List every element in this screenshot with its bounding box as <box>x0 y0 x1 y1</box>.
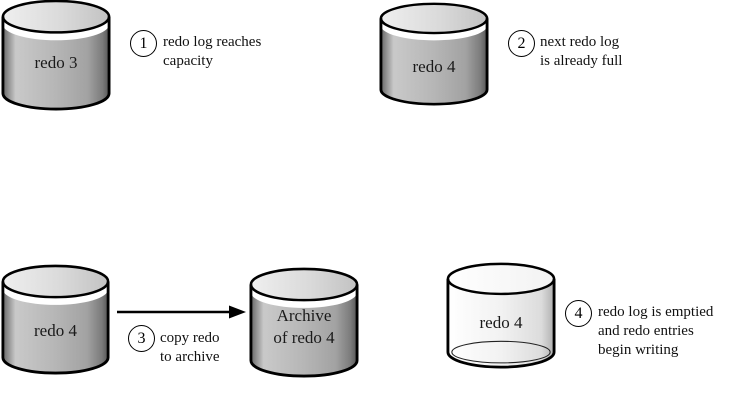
step-1-text: redo log reaches capacity <box>163 34 262 69</box>
step-4-badge: 4 <box>565 300 592 327</box>
step-number: 1 <box>139 34 148 52</box>
cylinder-redo-4-full: redo 4 <box>377 2 491 106</box>
database-cylinder-empty-icon <box>446 262 556 369</box>
database-cylinder-icon <box>379 2 489 106</box>
cylinder-label: redo 4 <box>34 321 77 340</box>
step-number: 4 <box>574 304 583 322</box>
cylinder-label: redo 4 <box>479 313 523 332</box>
step-1-badge: 1 <box>130 30 157 57</box>
cylinder-archive-of-redo-4: Archive of redo 4 <box>247 267 361 378</box>
cylinder-label: redo 3 <box>34 53 78 72</box>
cylinder-redo-4-source: redo 4 <box>0 264 112 375</box>
cylinder-redo-4-empty: redo 4 <box>444 262 558 369</box>
database-cylinder-icon <box>1 264 110 375</box>
step-2-text: next redo log is already full <box>540 34 623 69</box>
copy-to-archive-arrow-icon <box>117 305 246 319</box>
cylinder-label: redo 4 <box>412 57 456 76</box>
database-cylinder-icon <box>249 267 359 378</box>
step-3-text: copy redo to archive <box>160 330 220 365</box>
step-3-badge: 3 <box>128 325 155 352</box>
cylinder-redo-3: redo 3 <box>0 0 113 111</box>
step-number: 2 <box>517 34 526 52</box>
cylinder-label: Archive of redo 4 <box>273 306 335 347</box>
step-2-badge: 2 <box>508 30 535 57</box>
step-number: 3 <box>137 329 146 347</box>
database-cylinder-icon <box>1 0 111 111</box>
step-4-text: redo log is emptied and redo entries beg… <box>598 304 714 358</box>
